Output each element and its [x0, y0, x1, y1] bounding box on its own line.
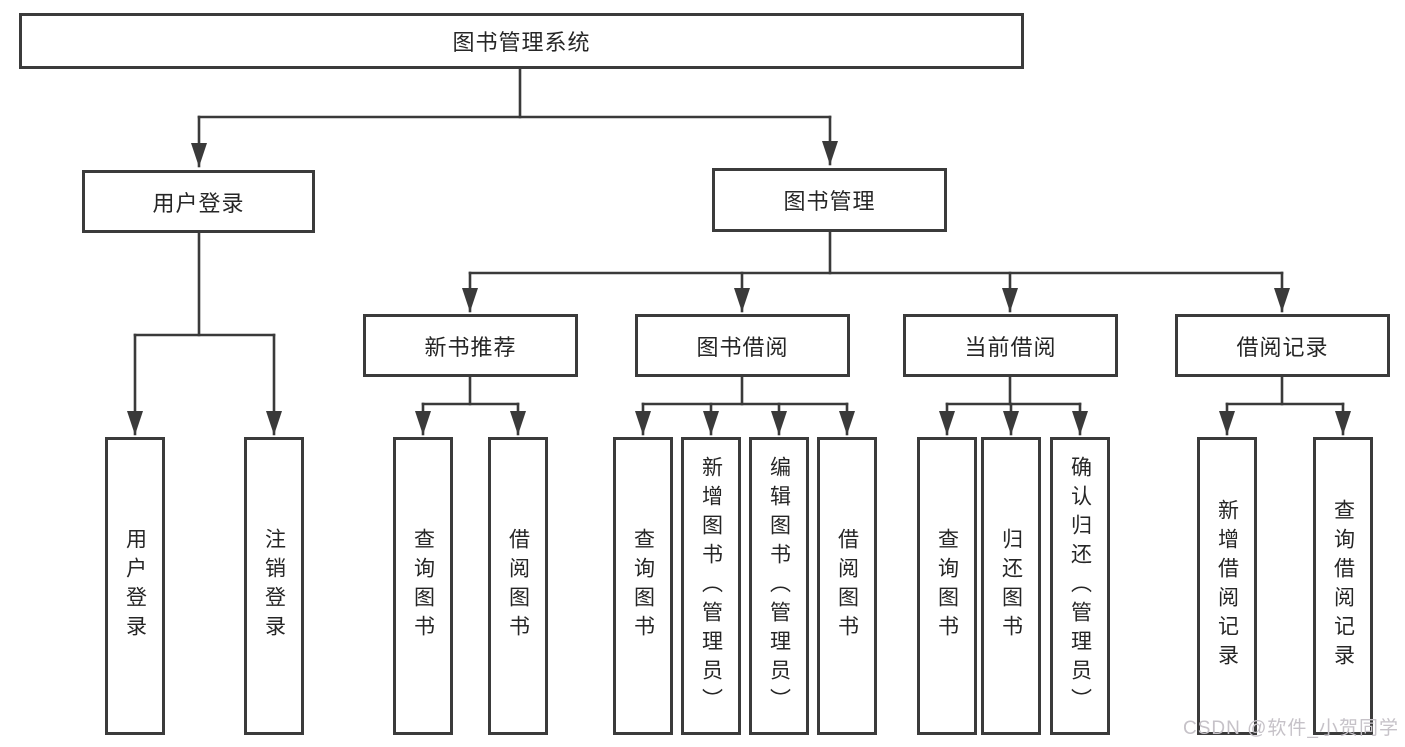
node-borrow-records: 借阅记录 — [1175, 314, 1390, 377]
connector-new-book-recommend — [415, 375, 526, 436]
node-new-book-recommend: 新书推荐 — [363, 314, 578, 377]
leaf-confirm-return-admin: 确认归还（管理员） — [1050, 437, 1110, 735]
leaf-borrow-books: 借阅图书 — [817, 437, 877, 735]
node-user-login: 用户登录 — [82, 170, 315, 233]
leaf-query-books-borrow: 查询图书 — [613, 437, 673, 735]
connector-user-login — [127, 231, 282, 436]
leaf-user-login: 用户登录 — [105, 437, 165, 735]
leaf-edit-book-admin: 编辑图书（管理员） — [749, 437, 809, 735]
connector-book-borrow — [635, 375, 855, 436]
connector-borrow-records — [1219, 375, 1351, 436]
connector-current-borrow — [939, 375, 1088, 436]
leaf-add-book-admin: 新增图书（管理员） — [681, 437, 741, 735]
leaf-query-borrow-record: 查询借阅记录 — [1313, 437, 1373, 735]
leaf-borrow-books-recommend: 借阅图书 — [488, 437, 548, 735]
node-root-system: 图书管理系统 — [19, 13, 1024, 69]
leaf-query-books-recommend: 查询图书 — [393, 437, 453, 735]
leaf-return-book: 归还图书 — [981, 437, 1041, 735]
leaf-add-borrow-record: 新增借阅记录 — [1197, 437, 1257, 735]
leaf-query-books-current: 查询图书 — [917, 437, 977, 735]
leaf-logout-login: 注销登录 — [244, 437, 304, 735]
watermark-text: CSDN @软件_小贺同学 — [1183, 718, 1399, 739]
node-book-management: 图书管理 — [712, 168, 947, 232]
node-current-borrow: 当前借阅 — [903, 314, 1118, 377]
connector-root — [191, 67, 838, 168]
node-book-borrow: 图书借阅 — [635, 314, 850, 377]
connector-book-management — [462, 230, 1290, 313]
